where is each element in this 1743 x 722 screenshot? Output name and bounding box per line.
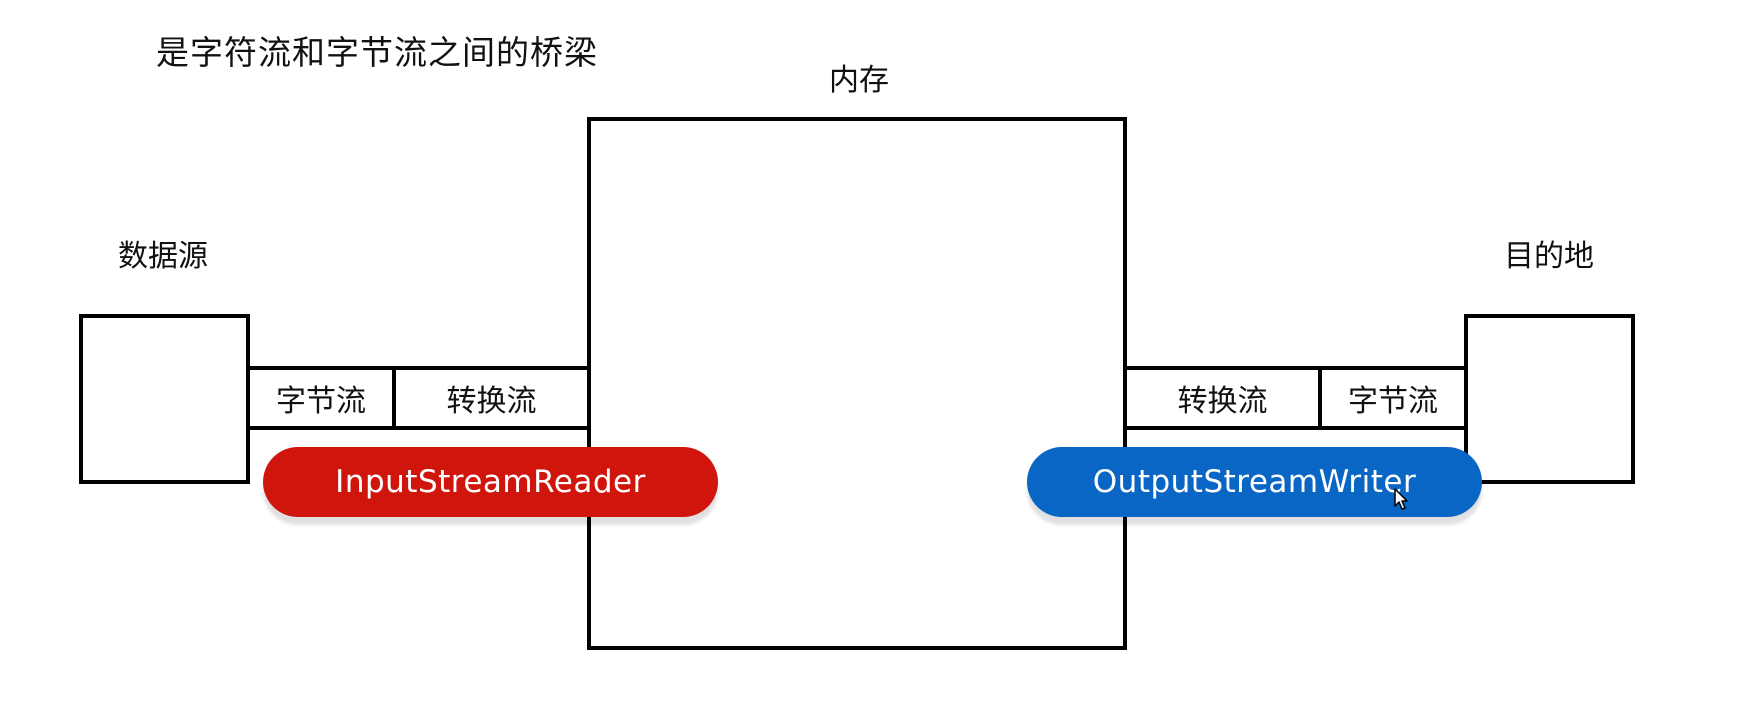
destination-byte-stream: 字节流	[1318, 366, 1468, 430]
source-convert-stream-label: 转换流	[446, 384, 537, 419]
source-box	[79, 314, 250, 484]
source-byte-stream-label: 字节流	[276, 384, 366, 419]
destination-convert-stream-label: 转换流	[1177, 384, 1268, 419]
memory-label: 内存	[829, 63, 889, 98]
destination-convert-stream: 转换流	[1123, 366, 1322, 430]
source-convert-stream: 转换流	[392, 366, 591, 430]
output-stream-writer-label: OutputStreamWriter	[1092, 464, 1417, 500]
input-stream-reader-pill[interactable]: InputStreamReader	[263, 447, 718, 517]
source-label: 数据源	[118, 239, 208, 274]
memory-box	[587, 117, 1127, 650]
output-stream-writer-pill[interactable]: OutputStreamWriter	[1027, 447, 1482, 517]
diagram-title: 是字符流和字节流之间的桥梁	[156, 33, 598, 72]
destination-box	[1464, 314, 1635, 484]
source-byte-stream: 字节流	[246, 366, 396, 430]
destination-label: 目的地	[1504, 239, 1594, 274]
destination-byte-stream-label: 字节流	[1348, 384, 1438, 419]
input-stream-reader-label: InputStreamReader	[335, 464, 646, 500]
mouse-pointer-icon	[1394, 488, 1408, 510]
